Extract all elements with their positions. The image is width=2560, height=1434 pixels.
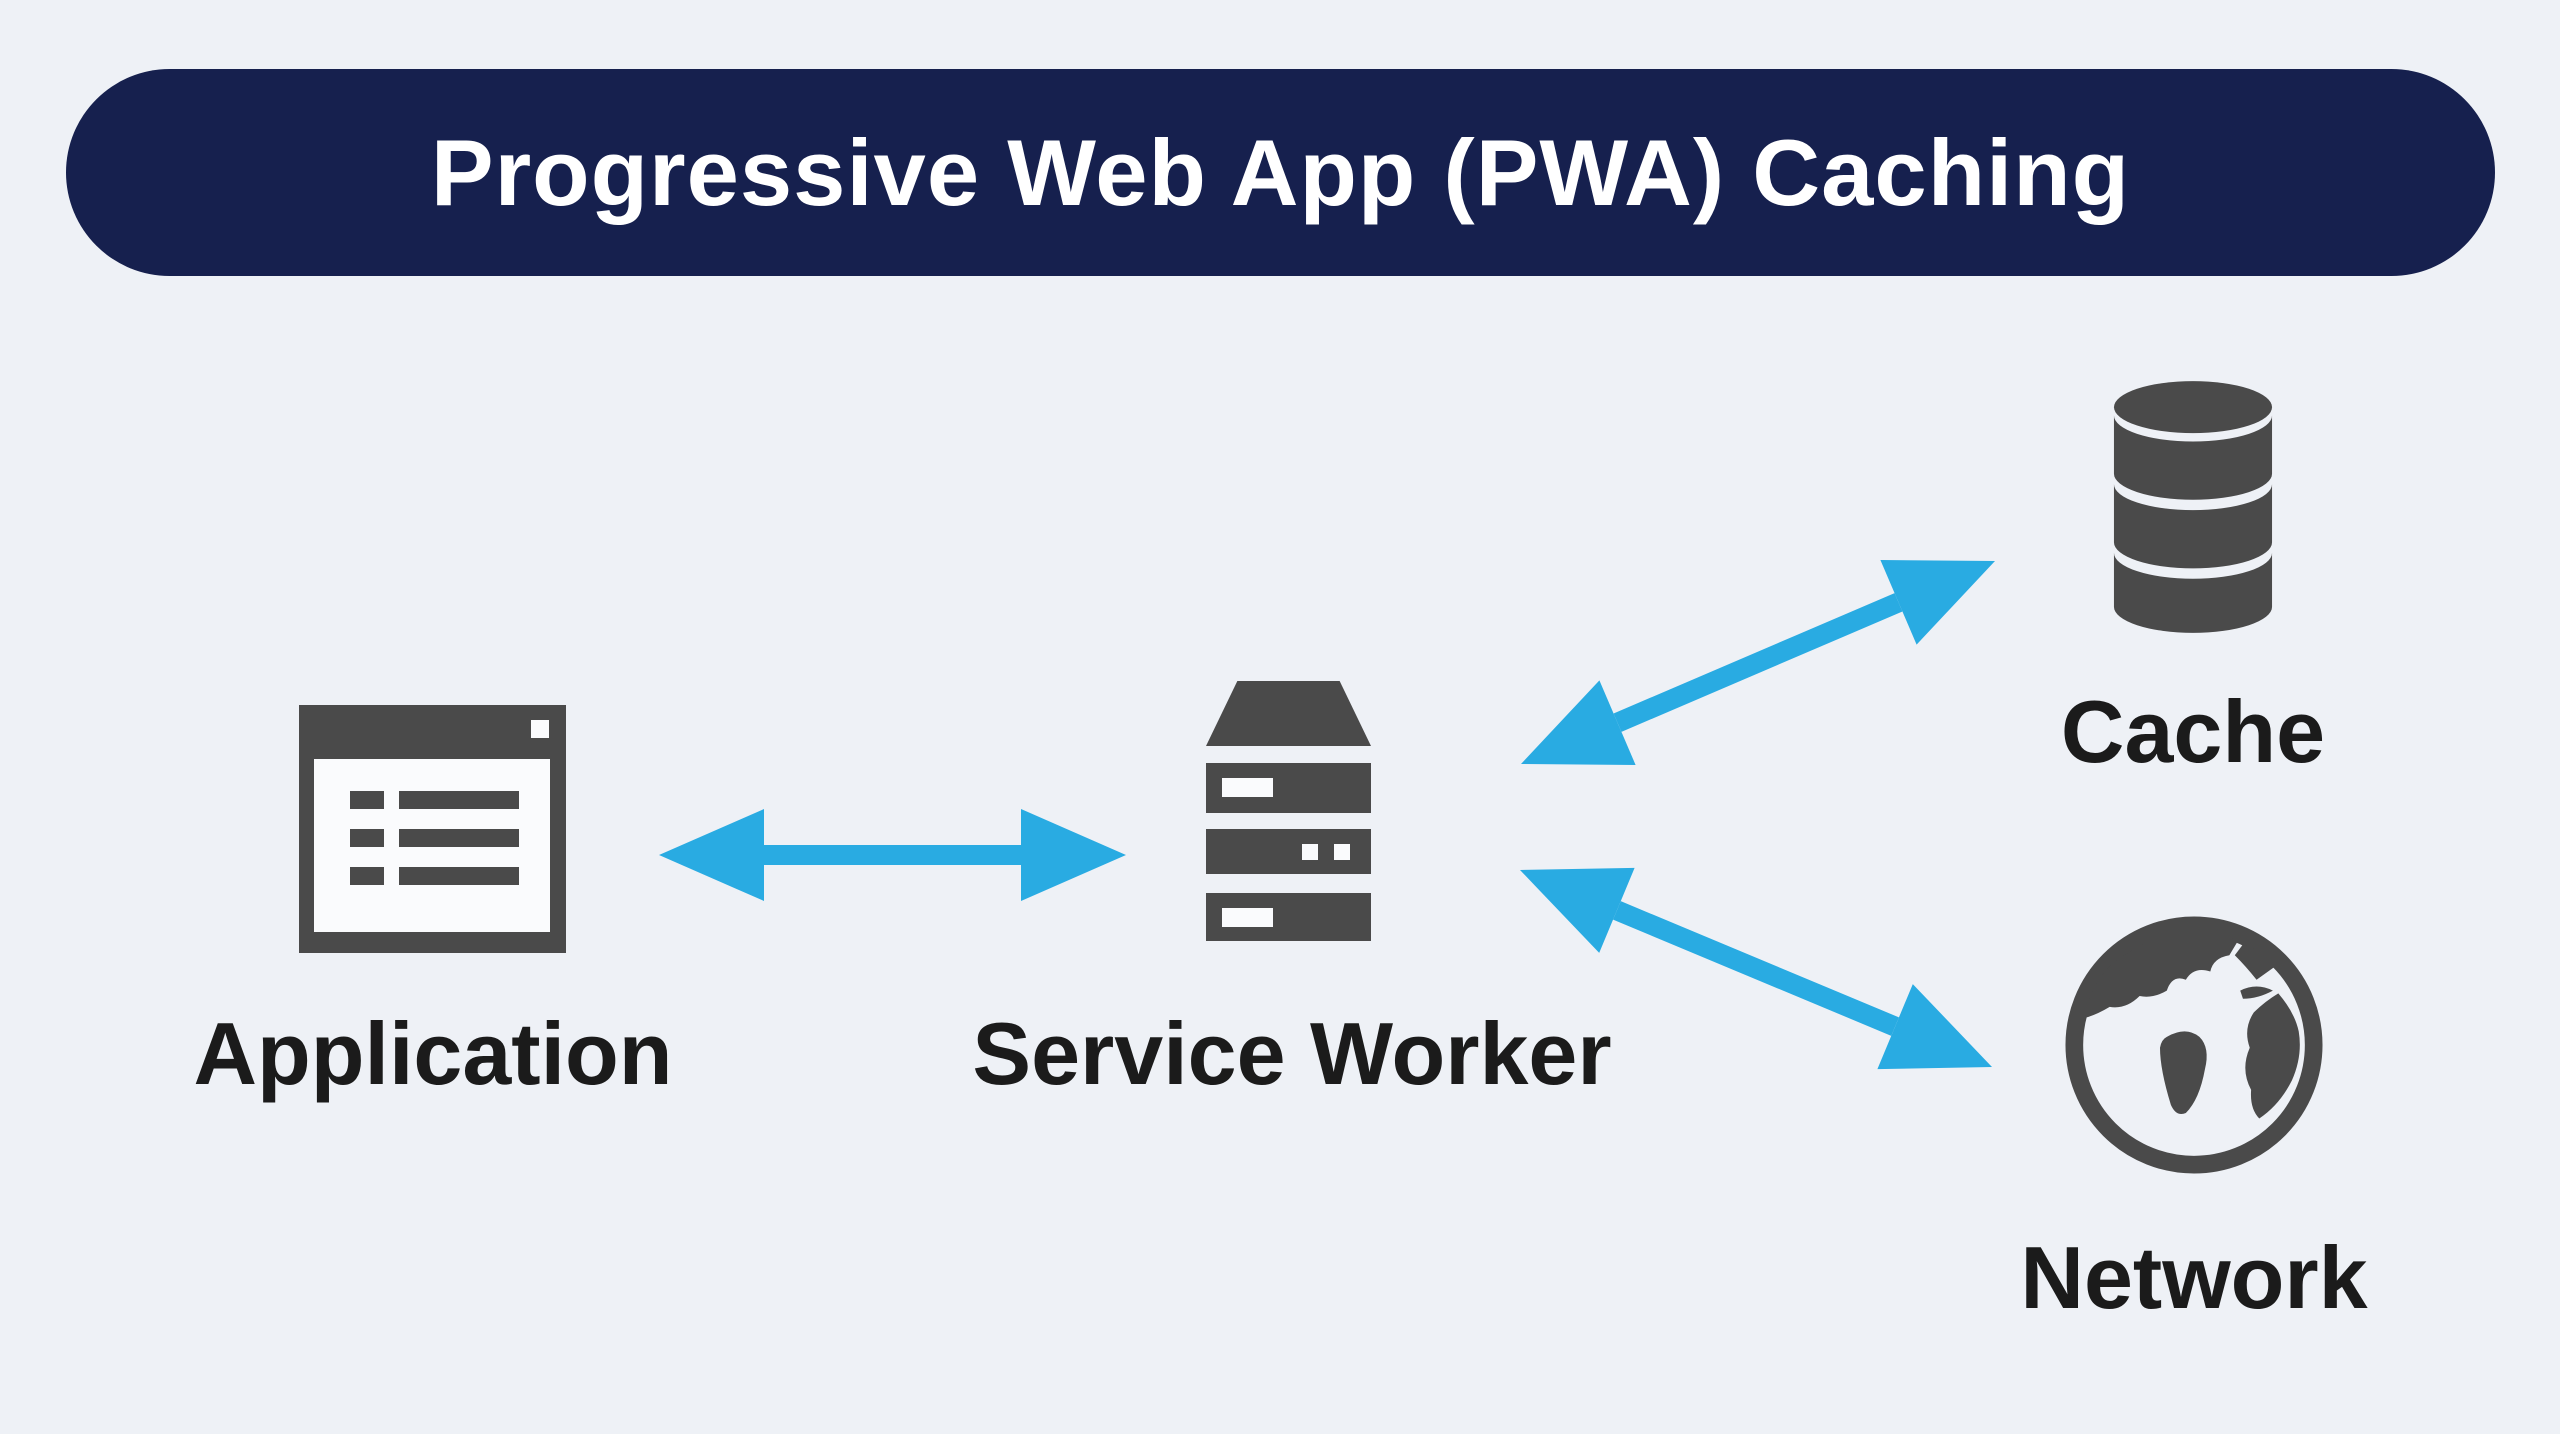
- server-top: [1206, 681, 1371, 746]
- application-window-icon: [299, 705, 566, 953]
- application-service-worker-arrow: [659, 809, 1126, 901]
- server-unit: [1206, 763, 1371, 813]
- application-label: Application: [193, 1004, 673, 1103]
- window-titlebar-square: [531, 720, 549, 738]
- window-content-row: [350, 867, 519, 885]
- title-banner: Progressive Web App (PWA) Caching: [66, 69, 2495, 276]
- server-icon: [1206, 681, 1371, 941]
- network-label: Network: [2020, 1228, 2368, 1327]
- server-unit: [1206, 893, 1371, 941]
- window-content-row: [350, 791, 519, 809]
- service-worker-cache-arrow: [1521, 560, 1995, 765]
- page-title: Progressive Web App (PWA) Caching: [430, 119, 2131, 225]
- database-icon: [2113, 381, 2273, 633]
- cache-label: Cache: [2060, 682, 2326, 781]
- globe-icon: [2065, 916, 2323, 1174]
- server-unit: [1206, 829, 1371, 874]
- window-content: [314, 759, 550, 932]
- window-content-row: [350, 829, 519, 847]
- service-worker-network-arrow: [1520, 867, 1992, 1070]
- service-worker-label: Service Worker: [972, 1004, 1612, 1103]
